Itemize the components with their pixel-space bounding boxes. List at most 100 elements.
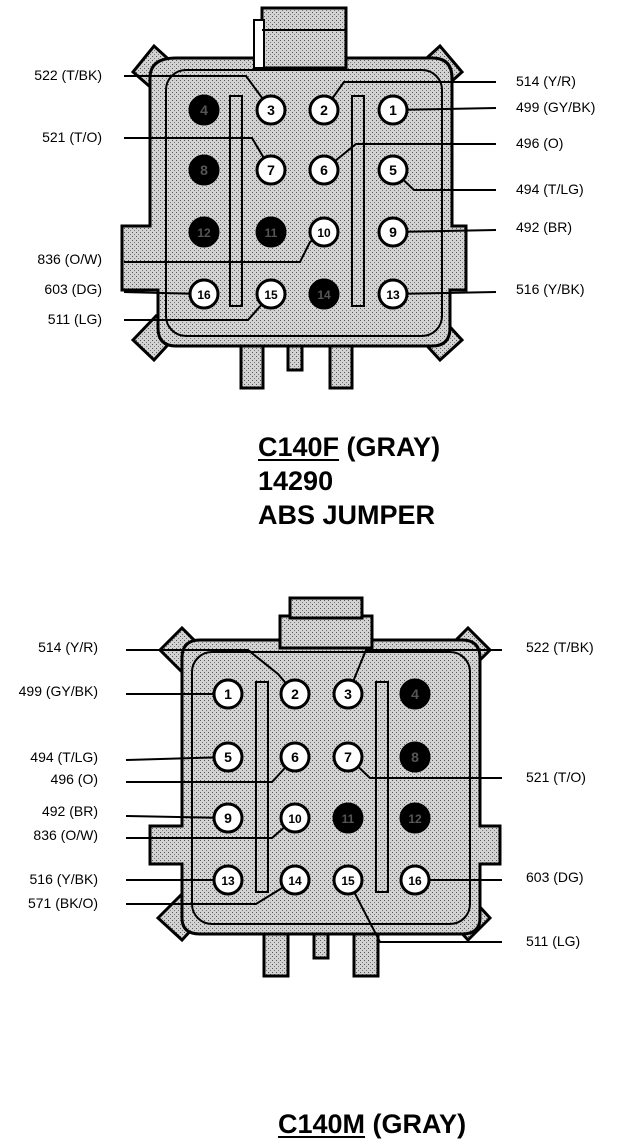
- wire-3: 522 (T/BK): [347, 639, 594, 695]
- pin-15: 15: [332, 864, 364, 896]
- wire-label: 571 (BK/O): [28, 895, 98, 911]
- pin-circle: [399, 741, 431, 773]
- wire-label: 492 (BR): [516, 219, 572, 235]
- pin-4: 4: [188, 94, 220, 126]
- wire-label: 836 (O/W): [33, 827, 98, 843]
- pin-circle: [308, 278, 340, 310]
- pin-10: 10: [279, 802, 311, 834]
- pin-number: 8: [200, 162, 208, 178]
- wire-label: 522 (T/BK): [526, 639, 594, 655]
- pin-number: 11: [265, 226, 278, 240]
- pin-14: 14: [308, 278, 340, 310]
- pin-2: 2: [279, 678, 311, 710]
- connector-title: C140M (GRAY): [278, 1107, 466, 1141]
- wire-label: 511 (LG): [526, 933, 580, 949]
- wire-15: 511 (LG): [347, 879, 580, 949]
- wire-label: 603 (DG): [526, 869, 584, 885]
- pin-circle: [399, 864, 431, 896]
- housing-body: [120, 56, 468, 348]
- pin-number: 16: [408, 874, 422, 888]
- pin-circle: [377, 216, 409, 248]
- pin-circle: [279, 864, 311, 896]
- pin-circle: [188, 94, 220, 126]
- pin-number: 12: [408, 812, 422, 826]
- latch: [278, 614, 374, 650]
- pin-number: 10: [288, 812, 302, 826]
- wire-1: 499 (GY/BK): [392, 99, 595, 115]
- pin-circle: [255, 154, 287, 186]
- pin-11: 11: [332, 802, 364, 834]
- leader-line: [392, 229, 497, 233]
- housing-inner-border: [165, 69, 443, 337]
- connector-c140f: 522 (T/BK)521 (T/O)836 (O/W)603 (DG)511 …: [34, 6, 595, 390]
- pin-12: 12: [399, 802, 431, 834]
- housing-inner-border: [191, 651, 471, 925]
- leader-line: [125, 756, 229, 761]
- pin-circle: [308, 154, 340, 186]
- wire-label: 492 (BR): [42, 803, 98, 819]
- pin-5: 5: [377, 154, 409, 186]
- rib-left: [229, 95, 243, 307]
- pin-circle: [279, 741, 311, 773]
- wire-label: 494 (T/LG): [516, 181, 584, 197]
- pin-9: 9: [377, 216, 409, 248]
- wire-label: 521 (T/O): [526, 769, 586, 785]
- pin-circle: [308, 216, 340, 248]
- pin-number: 15: [341, 874, 355, 888]
- pin-11: 11: [255, 216, 287, 248]
- pin-4: 4: [399, 678, 431, 710]
- connector-color: (GRAY): [365, 1109, 467, 1139]
- connector-color: (GRAY): [339, 432, 441, 462]
- pin-circle: [212, 864, 244, 896]
- pin-circle: [212, 678, 244, 710]
- pin-circle: [399, 678, 431, 710]
- pin-number: 5: [389, 162, 397, 178]
- part-number: 14290: [258, 466, 334, 496]
- pin-circle: [279, 802, 311, 834]
- wire-9: 492 (BR): [42, 803, 229, 819]
- pin-3: 3: [332, 678, 364, 710]
- pin-7: 7: [255, 154, 287, 186]
- pin-13: 13: [212, 864, 244, 896]
- pin-15: 15: [255, 278, 287, 310]
- pin-circle: [212, 741, 244, 773]
- pin-number: 2: [320, 102, 328, 118]
- wire-label: 514 (Y/R): [516, 73, 576, 89]
- pin-8: 8: [399, 741, 431, 773]
- pin-circle: [188, 154, 220, 186]
- pin-1: 1: [212, 678, 244, 710]
- terminal-center: [312, 932, 330, 960]
- pin-number: 9: [389, 224, 397, 240]
- rib-left: [255, 681, 269, 893]
- pin-number: 15: [264, 288, 278, 302]
- connector-c140m: 514 (Y/R)499 (GY/BK)494 (T/LG)496 (O)492…: [19, 596, 594, 978]
- wire-9: 492 (BR): [392, 219, 572, 235]
- pin-number: 13: [386, 288, 400, 302]
- pin-number: 2: [291, 686, 299, 702]
- pin-circle: [377, 94, 409, 126]
- pin-number: 1: [224, 686, 232, 702]
- pin-number: 7: [267, 162, 275, 178]
- wire-label: 603 (DG): [44, 281, 102, 297]
- pin-3: 3: [255, 94, 287, 126]
- pin-1: 1: [377, 94, 409, 126]
- pin-13: 13: [377, 278, 409, 310]
- housing-body: [148, 638, 502, 936]
- pin-9: 9: [212, 802, 244, 834]
- pin-number: 3: [344, 686, 352, 702]
- pin-circle: [308, 94, 340, 126]
- wire-13: 516 (Y/BK): [30, 871, 228, 887]
- wire-1: 499 (GY/BK): [19, 683, 228, 699]
- pin-number: 12: [197, 226, 211, 240]
- pin-circle: [332, 741, 364, 773]
- wire-label: 836 (O/W): [37, 251, 102, 267]
- pin-16: 16: [399, 864, 431, 896]
- pin-circle: [279, 678, 311, 710]
- leader-line: [347, 879, 502, 943]
- pin-circle: [332, 802, 364, 834]
- caption-c140f: C140F (GRAY) 14290 ABS JUMPER: [258, 430, 440, 532]
- pin-circle: [377, 278, 409, 310]
- connector-code: C140M: [278, 1109, 366, 1139]
